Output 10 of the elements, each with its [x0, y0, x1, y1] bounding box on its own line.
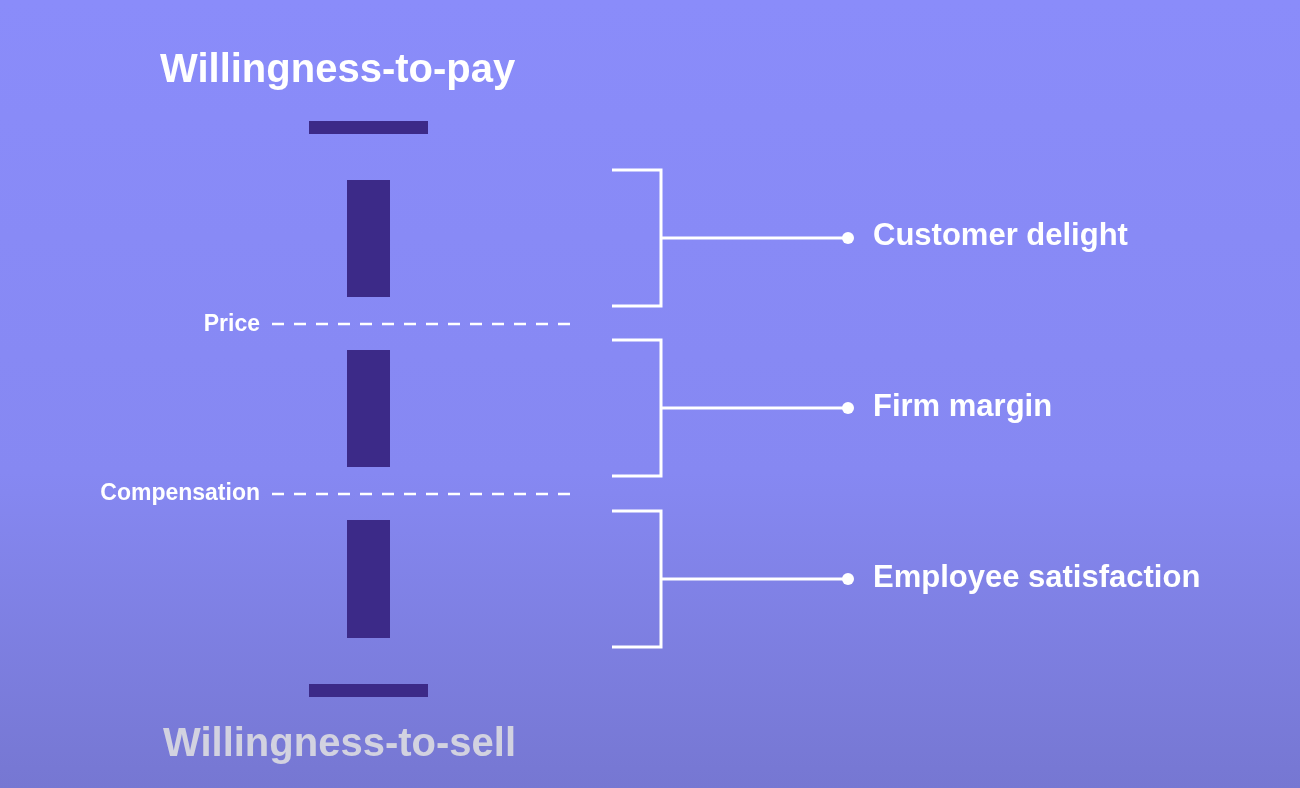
leader-line: [662, 573, 854, 585]
component-label: Customer delight: [873, 219, 1128, 250]
compensation-label: Compensation: [100, 481, 260, 504]
component-label: Employee satisfaction: [873, 561, 1201, 592]
price-label: Price: [203, 312, 260, 335]
component-label: Firm margin: [873, 390, 1053, 421]
bottom-heading: Willingness-to-sell: [163, 722, 516, 762]
title: Willingness-to-pay: [160, 48, 516, 88]
leader-line: [662, 232, 854, 244]
leader-line: [662, 402, 854, 414]
